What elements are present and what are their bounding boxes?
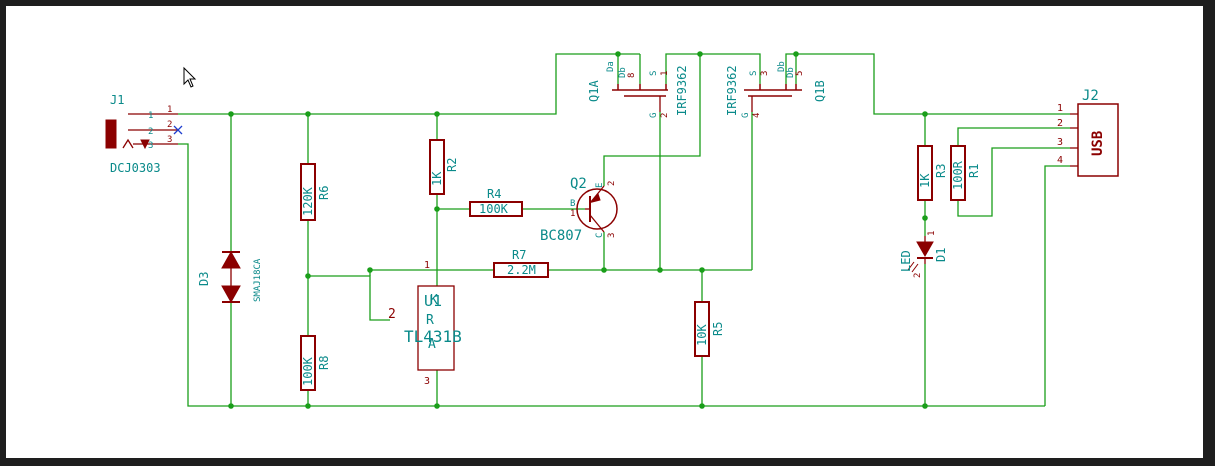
q1a-da: Da — [606, 61, 616, 72]
r2-ref: R2 — [445, 158, 459, 172]
q1b-pin4: 4 — [752, 113, 762, 118]
resistor-r8[interactable]: 100K R8 — [300, 335, 331, 391]
j1-pin1-label: 1 — [167, 105, 172, 115]
j1-pin3-num: 3 — [148, 141, 153, 151]
r8-value: 100K — [301, 356, 315, 386]
q2-value: BC807 — [540, 228, 582, 244]
j2-pin3: 3 — [1057, 137, 1063, 148]
j1-pin2-num: 2 — [148, 127, 153, 137]
j2-value: USB — [1090, 131, 1106, 156]
r1-value: 100R — [951, 160, 965, 190]
u1-ref: U1 — [424, 292, 442, 310]
q1b-s: S — [749, 71, 759, 76]
q2-c-label: C — [595, 233, 605, 238]
q1a-g: G — [649, 113, 659, 118]
r4-value: 100K — [479, 202, 509, 216]
q2-b-label: B — [570, 199, 575, 209]
q2-e-num: 2 — [607, 181, 617, 186]
d1-value: LED — [899, 250, 913, 272]
diode-d3[interactable]: D3 SMAJ18CA — [197, 250, 263, 304]
schematic-canvas: J1 1 2 3 1 2 3 DCJ0303 D3 SMAJ18CA 120K … — [105, 51, 1119, 409]
u1-pin2-num: 2 — [388, 307, 396, 322]
r7-ref: R7 — [512, 248, 526, 262]
q1a-pin8: 8 — [627, 73, 637, 78]
q1b-db2: Db — [786, 67, 796, 78]
no-connect-icon — [173, 125, 183, 135]
u1-r-label: R — [426, 313, 434, 328]
resistor-r6[interactable]: 120K R6 — [300, 163, 331, 221]
j2-pin4: 4 — [1057, 155, 1063, 166]
q1b-value: IRF9362 — [725, 65, 739, 116]
resistor-r4[interactable]: R4 100K — [469, 187, 523, 217]
wires — [178, 53, 1070, 407]
resistor-r1[interactable]: 100R R1 — [950, 145, 981, 201]
r5-value: 10K — [695, 324, 709, 346]
u1-k-label: K — [430, 293, 438, 308]
r5-ref: R5 — [711, 322, 725, 336]
j1-value: DCJ0303 — [110, 161, 161, 175]
r3-value: 1K — [918, 173, 932, 188]
d1-pin2: 2 — [913, 273, 923, 278]
connector-j2[interactable]: 1 2 3 4 J2 USB — [1057, 88, 1119, 177]
d1-pin1: 1 — [927, 231, 937, 236]
q1b-pin5: 5 — [795, 71, 805, 76]
resistor-r7[interactable]: R7 2.2M — [493, 248, 549, 278]
r6-ref: R6 — [317, 186, 331, 200]
d3-value: SMAJ18CA — [253, 258, 263, 302]
j1-pin3-label: 3 — [167, 135, 172, 145]
j2-ref: J2 — [1082, 88, 1099, 104]
r3-ref: R3 — [934, 164, 948, 178]
jack-barrel — [105, 119, 117, 149]
j2-pin2: 2 — [1057, 118, 1063, 129]
u1-pin3-num: 3 — [424, 376, 430, 387]
schematic-sheet: J1 1 2 3 1 2 3 DCJ0303 D3 SMAJ18CA 120K … — [6, 6, 1203, 458]
j1-pin2-label: 2 — [167, 120, 172, 130]
r6-value: 120K — [301, 186, 315, 216]
q1a-s: S — [649, 71, 659, 76]
r2-value: 1K — [430, 171, 444, 186]
u1-a-label: A — [428, 337, 436, 352]
mosfet-q1a[interactable]: Da Db 8 S 1 G 2 Q1A IRF9362 — [587, 61, 689, 118]
j1-ref: J1 — [110, 93, 124, 107]
d3-ref: D3 — [197, 272, 211, 286]
r8-ref: R8 — [317, 356, 331, 370]
q2-ref: Q2 — [570, 176, 587, 192]
connector-j1[interactable]: J1 1 2 3 1 2 3 DCJ0303 — [105, 93, 183, 175]
q1b-pin3: 3 — [760, 71, 770, 76]
transistor-q2[interactable]: Q2 BC807 B 1 E 2 C 3 — [540, 176, 618, 244]
q1b-db: Db — [777, 61, 787, 72]
regulator-u1[interactable]: 1 2 3 U1 K R TL431B A — [388, 260, 462, 387]
r7-value: 2.2M — [507, 263, 536, 277]
q2-e-label: E — [595, 183, 605, 188]
j1-pin1-num: 1 — [148, 111, 153, 121]
resistor-r5[interactable]: 10K R5 — [694, 301, 725, 357]
q1a-ref: Q1A — [587, 80, 601, 102]
u1-pin1-num: 1 — [424, 260, 430, 271]
resistor-r2[interactable]: 1K R2 — [429, 139, 459, 195]
u1-value: TL431B — [404, 327, 462, 346]
q1b-g: G — [741, 113, 751, 118]
r1-ref: R1 — [967, 164, 981, 178]
q1a-pin1: 1 — [660, 71, 670, 76]
mosfet-q1b[interactable]: S 3 Db Db 5 G 4 Q1B IRF9362 — [725, 61, 827, 118]
q1a-pin2: 2 — [660, 113, 670, 118]
q1a-value: IRF9362 — [675, 65, 689, 116]
mouse-cursor-icon — [183, 66, 197, 88]
resistor-r3[interactable]: 1K R3 — [917, 145, 948, 201]
q1b-ref: Q1B — [813, 80, 827, 102]
r4-ref: R4 — [487, 187, 501, 201]
q2-b-num: 1 — [570, 209, 575, 219]
d1-ref: D1 — [934, 248, 948, 262]
junctions — [228, 51, 928, 409]
led-d1[interactable]: 1 2 LED D1 — [899, 231, 948, 278]
light-emission-icon — [907, 261, 919, 273]
j2-pin1: 1 — [1057, 103, 1063, 114]
q1a-db: Db — [618, 67, 628, 78]
q2-c-num: 3 — [607, 233, 617, 238]
